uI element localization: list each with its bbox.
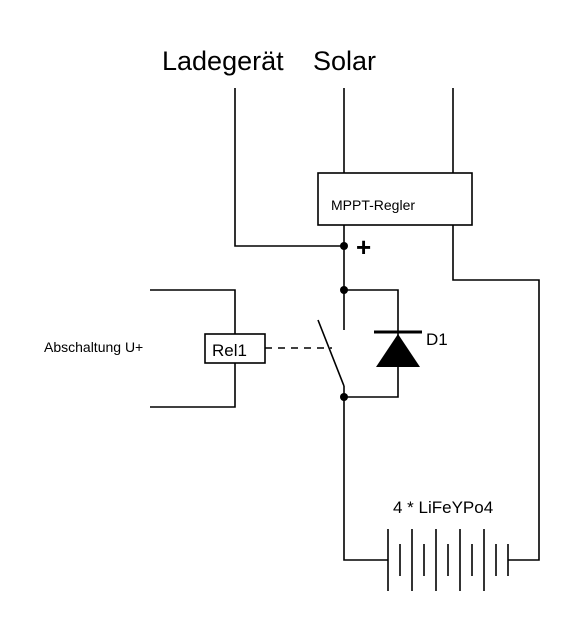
- disconnect-label: Abschaltung U+: [44, 339, 143, 355]
- battery-negative-wire: [452, 225, 540, 561]
- diode-label: D1: [426, 330, 448, 349]
- relay-switch-blade: [317, 319, 345, 387]
- solar-label: Solar: [313, 46, 376, 76]
- diode-branch-wire: [344, 289, 399, 398]
- relay-control-wire-upper: [150, 289, 236, 334]
- mppt-label: MPPT-Regler: [331, 197, 415, 213]
- mppt-controller-box: [317, 172, 473, 226]
- plus-sign: +: [356, 232, 371, 262]
- charger-wire: [234, 88, 344, 247]
- diode-d1-triangle: [376, 334, 420, 367]
- battery-cells: [387, 529, 509, 591]
- relay-label: Rel1: [212, 341, 247, 360]
- relay-control-wire-lower: [150, 363, 236, 408]
- battery-positive-wire: [343, 397, 388, 561]
- battery-label: 4 * LiFeYPo4: [393, 498, 493, 517]
- charger-label: Ladegerät: [162, 46, 284, 76]
